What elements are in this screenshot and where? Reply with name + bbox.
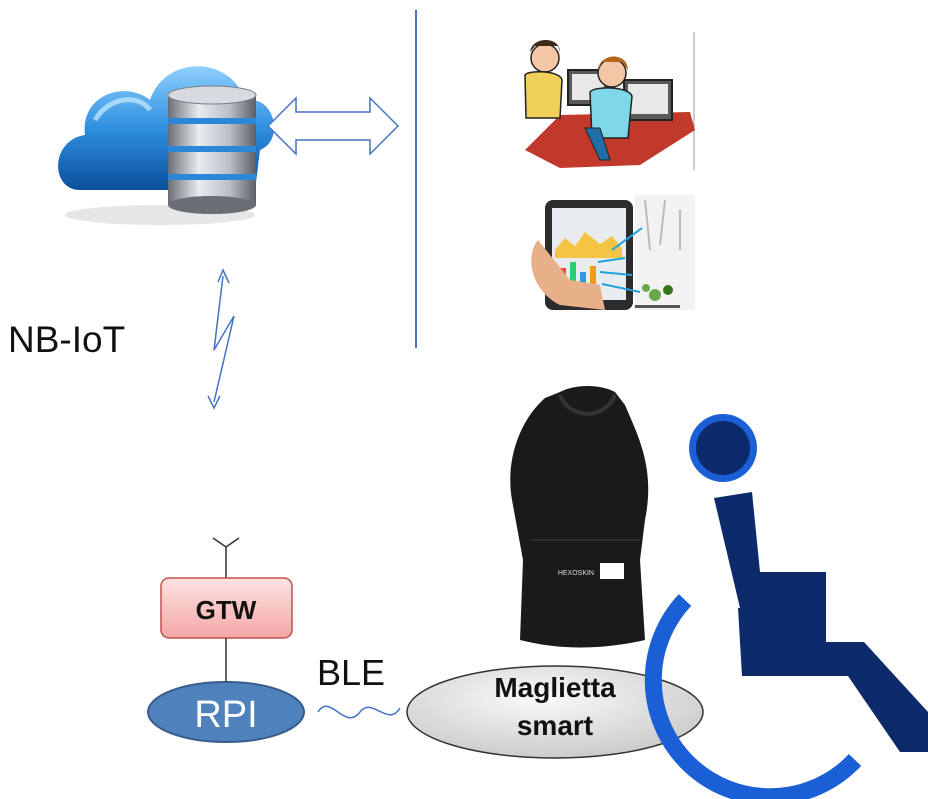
rpi-label: RPI <box>194 694 257 736</box>
wheelchair-user-icon <box>644 414 928 799</box>
shirt-brand-text: HEXOSKIN <box>558 570 594 577</box>
shirt-label-line2: smart <box>517 710 593 741</box>
gateway-label: GTW <box>196 595 257 625</box>
tablet-dashboard-icon <box>531 195 695 310</box>
nbiot-label: NB-IoT <box>8 319 125 360</box>
gateway-box: GTW <box>160 577 293 639</box>
shirt-label-line1: Maglietta <box>494 672 616 703</box>
database-icon <box>167 85 257 214</box>
nbiot-wireless-arrow <box>207 268 235 410</box>
ble-label: BLE <box>317 652 385 693</box>
smart-shirt-image: HEXOSKIN <box>510 386 649 648</box>
smart-shirt-node: Maglietta smart <box>406 665 704 759</box>
operators-workstation-icon <box>524 32 695 170</box>
rpi-node: RPI <box>147 681 305 743</box>
antenna-icon <box>212 537 240 578</box>
cloud-database-icon <box>58 66 275 225</box>
ble-wireless-wave <box>317 705 401 719</box>
bidirectional-arrow-cloud-users <box>266 96 400 156</box>
